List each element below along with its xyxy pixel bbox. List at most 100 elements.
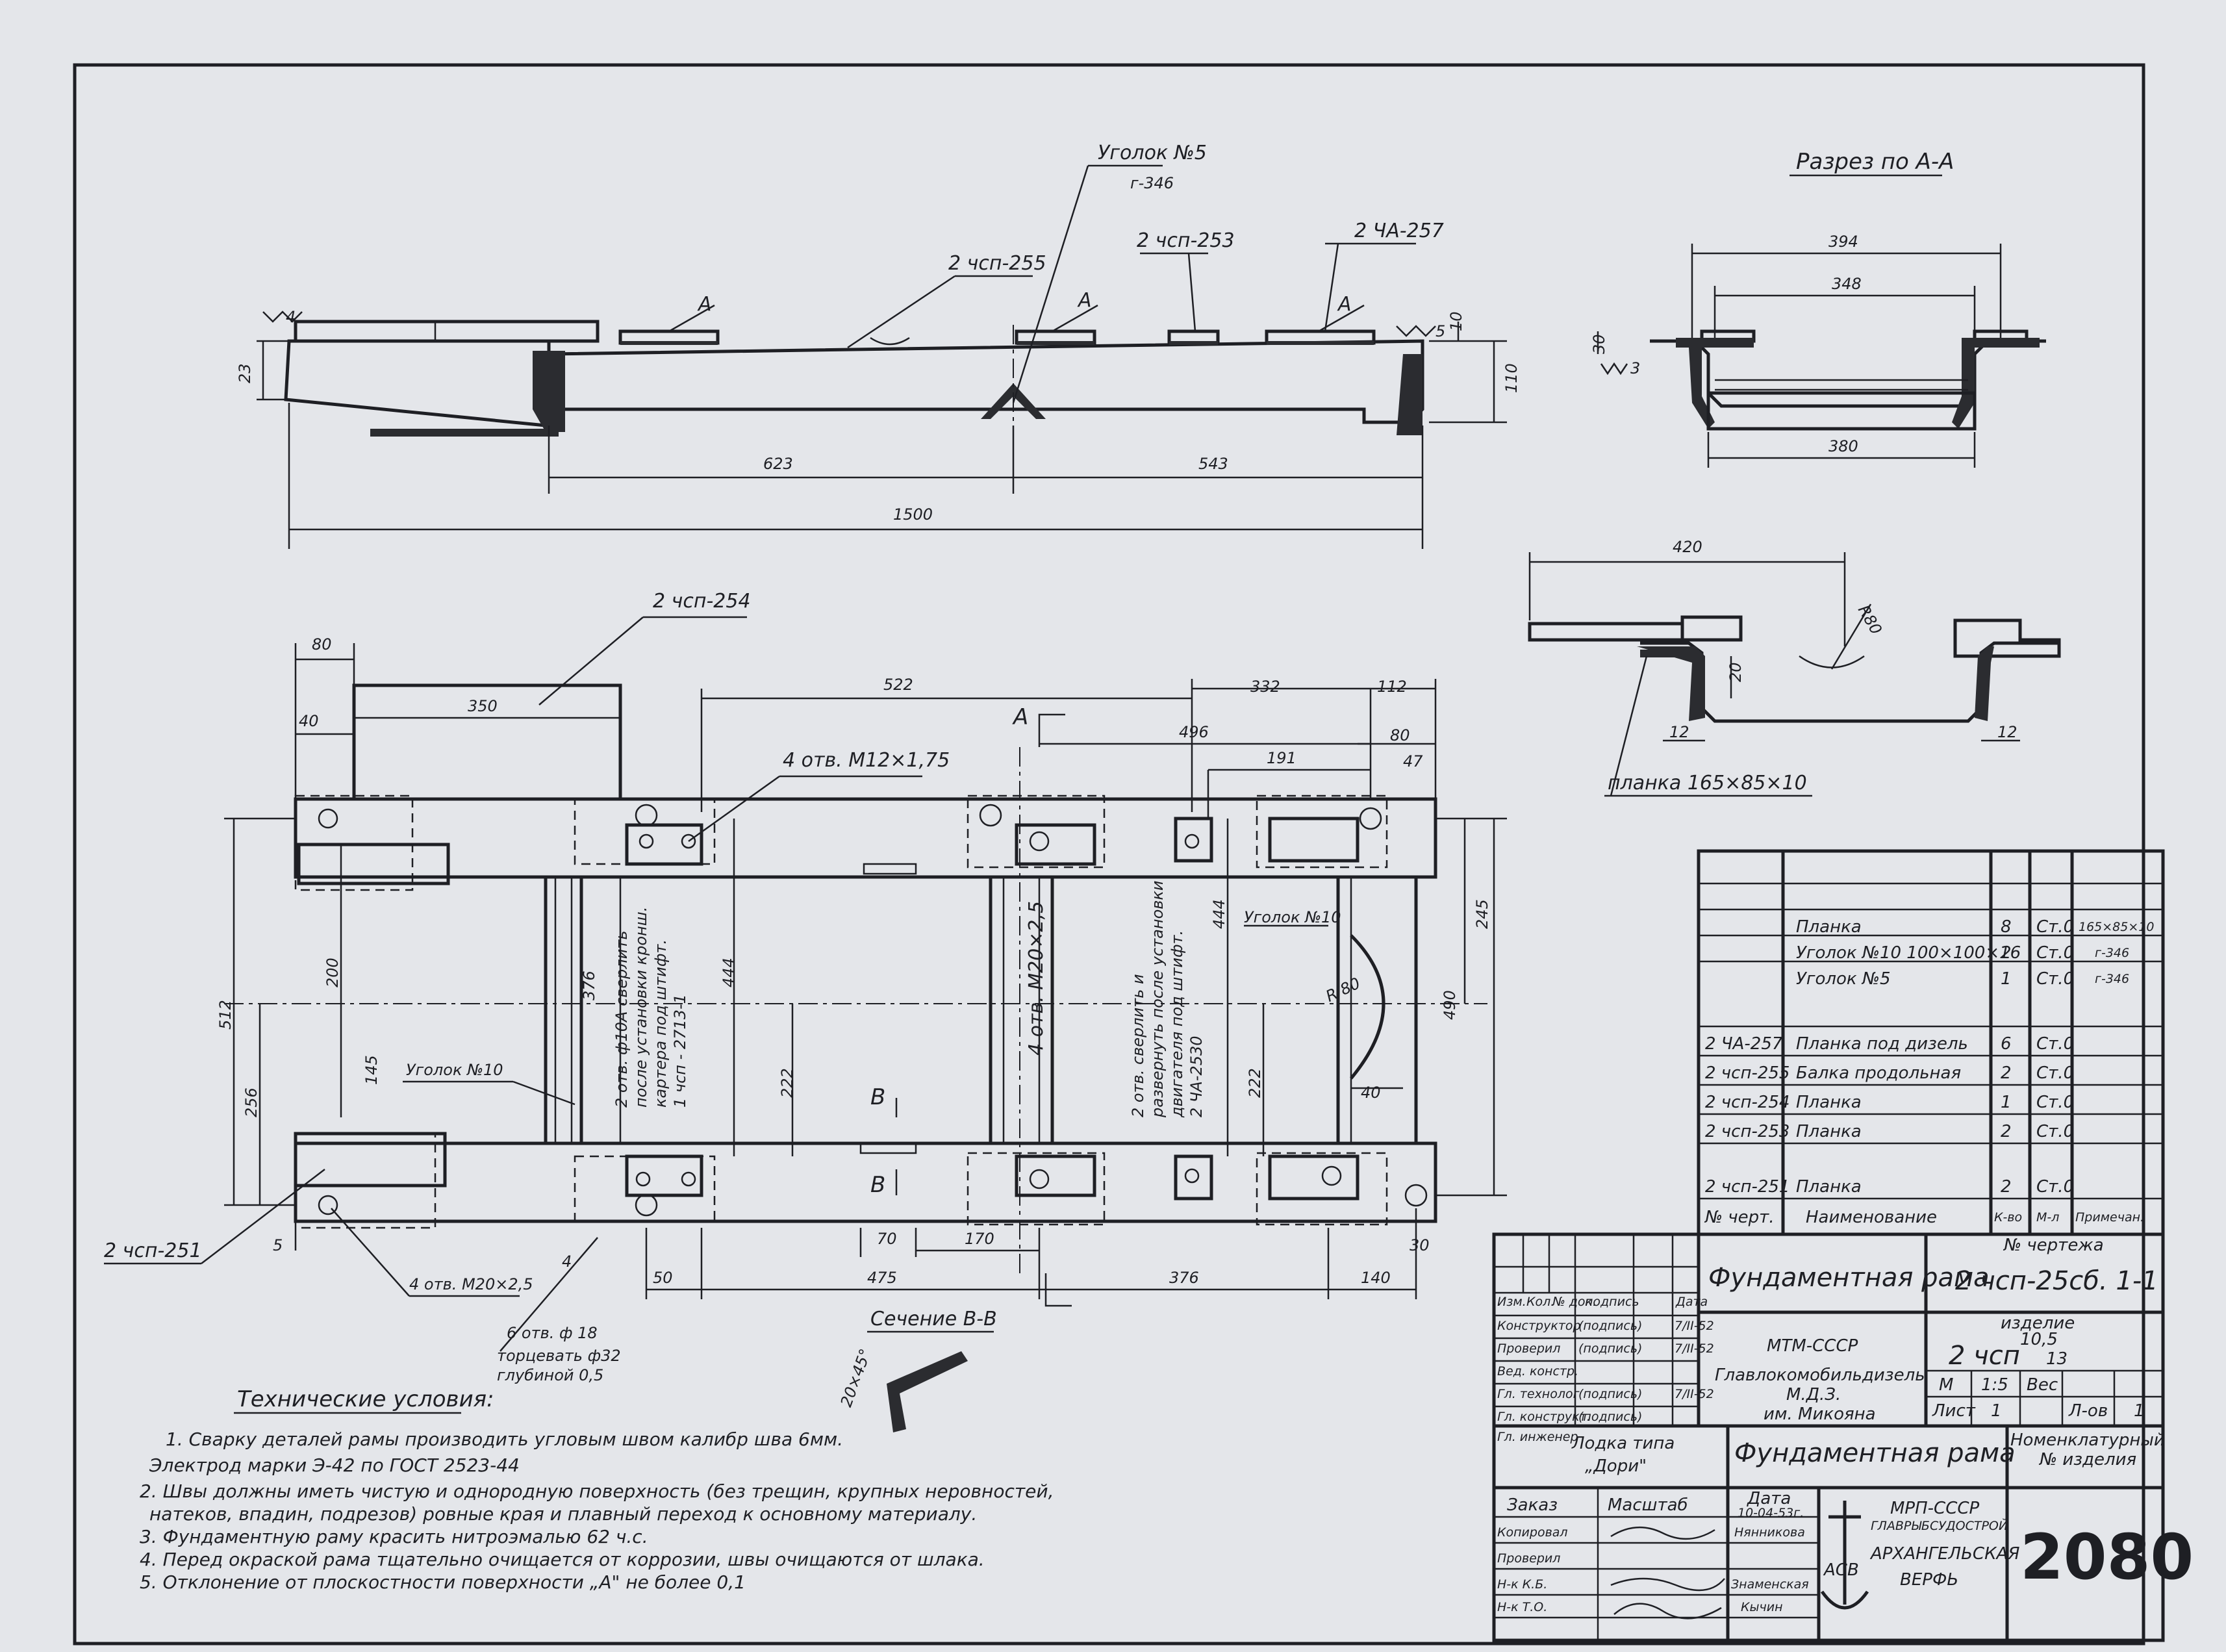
note-right-1: 2 отв. сверлить и [1129, 974, 1147, 1117]
section-aa: Разрез по А-А 394 348 380 30 3 [1590, 149, 2046, 468]
dim-170: 170 [965, 1230, 994, 1248]
bom-row-10-drawing: 2 чсп-251 [1705, 1177, 1790, 1197]
bom-row-2-note: г-346 [2095, 946, 2129, 960]
bom-table: Планка 8 Ст.0 165×85×10 Уголок №10 100×1… [1697, 849, 2165, 1236]
bom-row-3-note: г-346 [2095, 972, 2129, 986]
bom-header-drawing: № черт. [1704, 1208, 1775, 1227]
bom-row-7-drawing: 2 чсп-254 [1705, 1093, 1790, 1112]
dim-348: 348 [1832, 275, 1862, 293]
tb-nomenclature: Номенклатурный [2010, 1430, 2165, 1450]
dim-350: 350 [468, 697, 498, 715]
tb-role-6: Гл. инженер [1497, 1430, 1578, 1444]
label-holes-m20: 4 отв. М20×2,5 [409, 1275, 533, 1293]
dim-222b: 222 [1246, 1068, 1264, 1098]
tb-role-4-date: 7/II-52 [1675, 1387, 1714, 1401]
tb-drawing-no: 2 чсп-25сб. 1-1 [1955, 1266, 2158, 1296]
note-line-4: натеков, впадин, подрезов) ровные края и… [149, 1503, 977, 1525]
note-left-3: картера под штифт. [651, 939, 670, 1108]
tb-role-4: Гл. технолог [1497, 1387, 1580, 1401]
tb-product-sup: 10,5 [2020, 1330, 2058, 1349]
tb-nk-to: Н-к Т.О. [1497, 1600, 1547, 1614]
dim-394: 394 [1828, 233, 1858, 251]
weld-mark: 4 [562, 1252, 572, 1271]
section-bb-title: Сечение В-В [870, 1308, 997, 1330]
tb-role-5-sign: (подпись) [1578, 1410, 1642, 1424]
section-aa-title: Разрез по А-А [1796, 149, 1954, 175]
bom-row-6-mat: Ст.0 [2036, 1063, 2074, 1083]
dim-490: 490 [1441, 990, 1459, 1020]
surface-mark-left: 4 [286, 308, 296, 326]
dim-512: 512 [216, 1000, 234, 1030]
bom-row-6-qty: 2 [2001, 1063, 2012, 1083]
tb-order: Заказ [1507, 1495, 1558, 1515]
bom-row-1-note: 165×85×10 [2079, 920, 2154, 934]
dim-200: 200 [323, 958, 342, 987]
label-ugolok-10-left: Уголок №10 [406, 1061, 503, 1079]
bom-row-7-mat: Ст.0 [2036, 1093, 2074, 1112]
top-view: А А А Уголок №5 г-346 2 чсп-255 2 чсп-25… [236, 142, 1521, 549]
label-part-257: 2 ЧА-257 [1354, 220, 1444, 242]
label-tortsevat: торцевать ф32 [497, 1347, 621, 1365]
bom-row-10-mat: Ст.0 [2036, 1177, 2074, 1197]
tb-yard-1: АРХАНГЕЛЬСКАЯ [1869, 1544, 2019, 1564]
bom-row-2-mat: Ст.0 [2036, 943, 2074, 963]
label-part-253: 2 чсп-253 [1137, 229, 1235, 252]
bom-row-5-drawing: 2 ЧА-257 [1705, 1034, 1783, 1054]
plan-section-b-mark-top: В [870, 1084, 885, 1110]
tb-scale-label: Масштаб [1608, 1495, 1688, 1515]
label-holes-m12: 4 отв. М12×1,75 [783, 749, 950, 772]
tb-boat-name: „Дори" [1585, 1456, 1647, 1476]
label-holes-phi18: 6 отв. ф 18 [507, 1324, 598, 1342]
note-left-2: после установки кронш. [632, 907, 650, 1108]
tb-copied-sign: Нянникова [1734, 1525, 1805, 1540]
tb-sheets-no: 1 [2134, 1401, 2145, 1421]
dim-522: 522 [883, 676, 913, 694]
note-left-4: 1 чсп - 2713-1 [671, 994, 689, 1108]
dim-40b: 40 [1361, 1084, 1381, 1102]
tb-sheet: Лист [1932, 1401, 1976, 1421]
bom-row-1-mat: Ст.0 [2036, 917, 2074, 937]
note-left-1: 2 отв. ф10А сверлить [613, 931, 631, 1108]
label-ugolok-5: Уголок №5 [1098, 142, 1207, 164]
dim-475: 475 [867, 1269, 897, 1287]
tb-role-4-sign: (подпись) [1578, 1387, 1642, 1401]
bom-row-2-qty: 2 [2001, 943, 2012, 963]
note-line-7: 5. Отклонение от плоскостности поверхнос… [140, 1571, 746, 1593]
chamfer-label: 20×45° [837, 1346, 875, 1409]
dim-496: 496 [1179, 723, 1209, 741]
tb-sheet-no: 1 [1991, 1401, 2002, 1421]
bom-header-mat: М-л [2036, 1210, 2059, 1225]
bom-row-5-mat: Ст.0 [2036, 1034, 2074, 1054]
dim-12b: 12 [1997, 723, 2017, 741]
bom-row-3-mat: Ст.0 [2036, 969, 2074, 989]
logo-text: АСВ [1823, 1560, 1859, 1580]
notes-title: Технические условия: [237, 1386, 494, 1412]
bom-row-8-mat: Ст.0 [2036, 1122, 2074, 1141]
dim-191: 191 [1267, 749, 1296, 767]
tb-col-date: Дата [1675, 1295, 1708, 1309]
tb-scale: 1:5 [1981, 1375, 2008, 1395]
bom-row-5-qty: 6 [2001, 1034, 2012, 1054]
bom-row-6-name: Балка продольная [1796, 1063, 1961, 1083]
label-ugolok-5-gost: г-346 [1130, 174, 1174, 192]
tb-product-label: изделие [2001, 1314, 2075, 1333]
dim-5: 5 [273, 1236, 283, 1254]
dim-145: 145 [362, 1055, 381, 1085]
dim-12a: 12 [1669, 723, 1689, 741]
dim-20: 20 [1726, 662, 1745, 682]
tb-nk-kb-name: Знаменская [1731, 1577, 1809, 1592]
label-planka-165: планка 165×85×10 [1608, 772, 1807, 794]
section-a-mark-1: А [697, 293, 712, 316]
bom-row-1-name: Планка [1796, 917, 1862, 937]
bom-row-1-qty: 8 [2001, 917, 2012, 937]
tb-date-label: Дата [1747, 1489, 1791, 1508]
bom-row-5-name: Планка под дизель [1796, 1034, 1968, 1054]
label-part-251: 2 чсп-251 [104, 1239, 202, 1262]
tb-org-3: М.Д.З. [1786, 1385, 1841, 1404]
bom-row-6-drawing: 2 чсп-255 [1705, 1063, 1790, 1083]
bom-row-8-name: Планка [1796, 1122, 1862, 1141]
dim-23: 23 [236, 363, 254, 383]
section-detail: 420 R80 20 12 12 планка 165×85×10 [1528, 538, 2061, 797]
tb-col-kol: Кол. [1526, 1295, 1554, 1309]
